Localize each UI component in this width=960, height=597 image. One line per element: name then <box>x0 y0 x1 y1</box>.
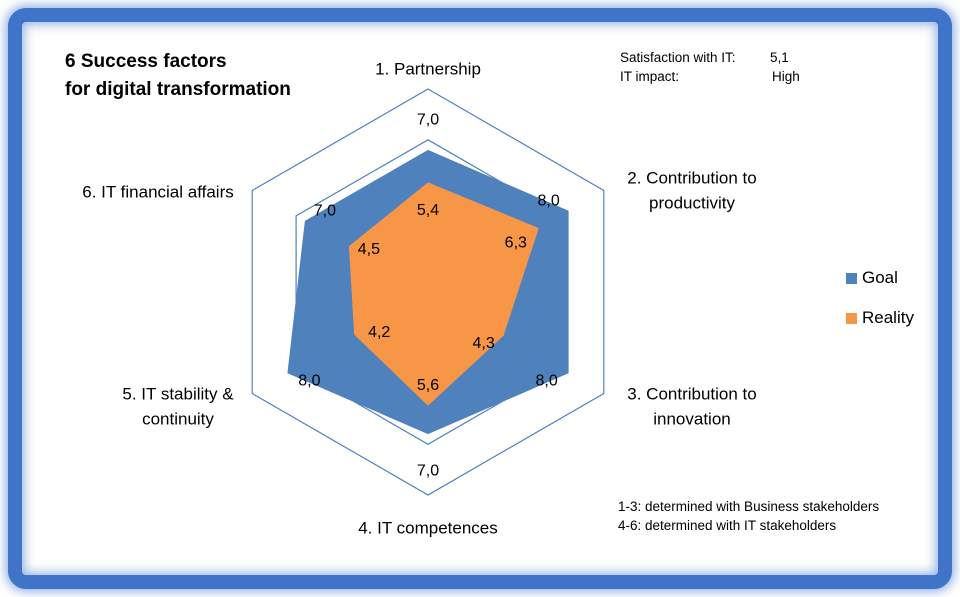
chart-title-line-2: for digital transformation <box>65 79 291 100</box>
data-label-reality-6: 4,5 <box>358 241 380 258</box>
note-line-2: 4-6: determined with IT stakeholders <box>618 518 837 533</box>
impact-row: IT impact: High <box>620 67 820 86</box>
legend-item-reality: Reality <box>846 308 936 348</box>
data-label-reality-5: 4,2 <box>368 324 390 341</box>
axis-label-2-line-1: 2. Contribution to <box>627 169 756 188</box>
axis-label-3-line-1: 3. Contribution to <box>627 385 756 404</box>
legend-item-goal: Goal <box>846 268 936 308</box>
data-label-reality-1: 5,4 <box>417 202 439 219</box>
data-label-goal-1: 7,0 <box>417 111 439 128</box>
chart-title: 6 Success factors for digital transforma… <box>65 48 291 104</box>
data-label-goal-6: 7,0 <box>314 202 336 219</box>
axis-label-2-line-2: productivity <box>649 194 735 213</box>
axis-label-6: 6. IT financial affairs <box>82 183 234 202</box>
data-label-goal-2: 8,0 <box>537 192 559 209</box>
data-label-goal-4: 7,0 <box>417 463 439 480</box>
data-label-reality-3: 4,3 <box>472 335 494 352</box>
legend-swatch-goal <box>846 273 857 284</box>
legend-swatch-reality <box>846 313 857 324</box>
data-label-goal-5: 8,0 <box>298 373 320 390</box>
impact-value: High <box>772 69 800 84</box>
axis-label-4: 4. IT competences <box>358 519 498 538</box>
data-label-goal-3: 8,0 <box>535 373 557 390</box>
impact-label: IT impact: <box>620 69 680 84</box>
legend-label-goal: Goal <box>862 268 898 287</box>
axis-label-1: 1. Partnership <box>375 60 481 79</box>
data-label-reality-2: 6,3 <box>505 235 527 252</box>
satisfaction-row: Satisfaction with IT: 5,1 <box>620 48 820 67</box>
axis-label-5-line-1: 5. IT stability & <box>122 385 234 404</box>
legend-label-reality: Reality <box>862 308 914 327</box>
axis-label-3-line-2: innovation <box>653 410 731 429</box>
chart-legend: Goal Reality <box>846 268 936 348</box>
info-box: Satisfaction with IT: 5,1 IT impact: Hig… <box>620 48 820 86</box>
note-line-1: 1-3: determined with Business stakeholde… <box>618 499 880 514</box>
notes-box: 1-3: determined with Business stakeholde… <box>618 497 879 535</box>
satisfaction-value: 5,1 <box>770 50 789 65</box>
satisfaction-label: Satisfaction with IT: <box>620 50 736 65</box>
chart-title-line-1: 6 Success factors <box>65 51 227 72</box>
data-label-reality-4: 5,6 <box>417 377 439 394</box>
axis-label-5-line-2: continuity <box>142 410 214 429</box>
series-area-reality <box>348 182 539 406</box>
